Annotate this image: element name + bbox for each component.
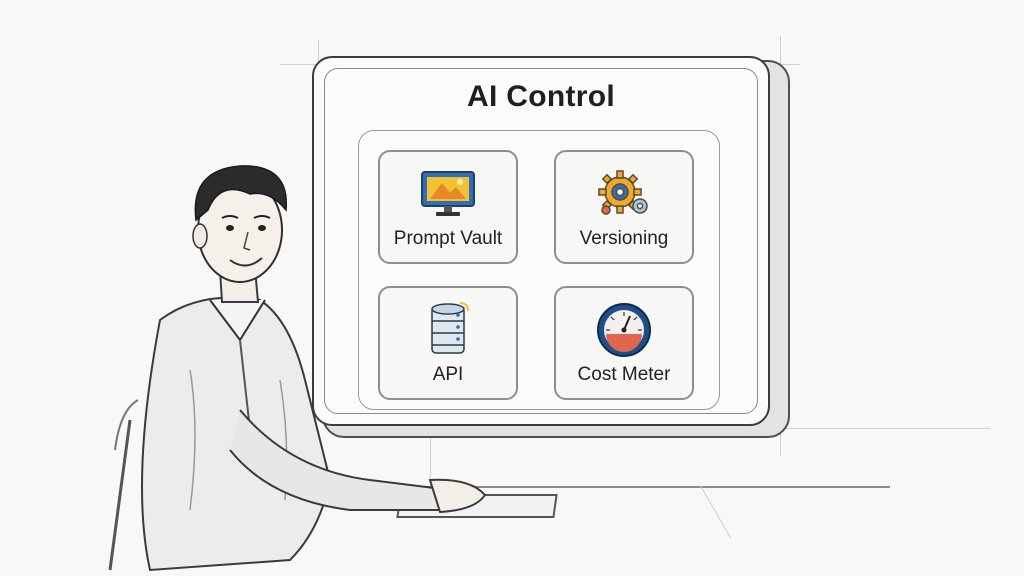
gauge-icon xyxy=(556,302,692,358)
tiles-panel xyxy=(358,130,720,410)
monitor-icon xyxy=(380,166,516,222)
ai-control-board: AI Control Prompt Vault xyxy=(312,56,770,426)
tile-label: Prompt Vault xyxy=(393,228,503,249)
tile-api[interactable]: API xyxy=(378,286,518,400)
sketch-guide-line xyxy=(430,430,431,486)
tile-prompt-vault[interactable]: Prompt Vault xyxy=(378,150,518,264)
desk-edge xyxy=(330,486,890,488)
desk-leg-line xyxy=(700,485,731,538)
tile-label: Versioning xyxy=(579,228,669,249)
sketch-guide-line xyxy=(740,428,990,429)
person-illustration xyxy=(90,150,510,576)
tile-cost-meter[interactable]: Cost Meter xyxy=(554,286,694,400)
board-title: AI Control xyxy=(467,80,615,113)
chair xyxy=(108,419,132,571)
tile-label: Cost Meter xyxy=(577,364,671,385)
board-inner-frame xyxy=(324,68,758,414)
tile-versioning[interactable]: Versioning xyxy=(554,150,694,264)
tile-label: API xyxy=(432,364,464,385)
gears-icon xyxy=(556,166,692,222)
database-icon xyxy=(380,302,516,358)
